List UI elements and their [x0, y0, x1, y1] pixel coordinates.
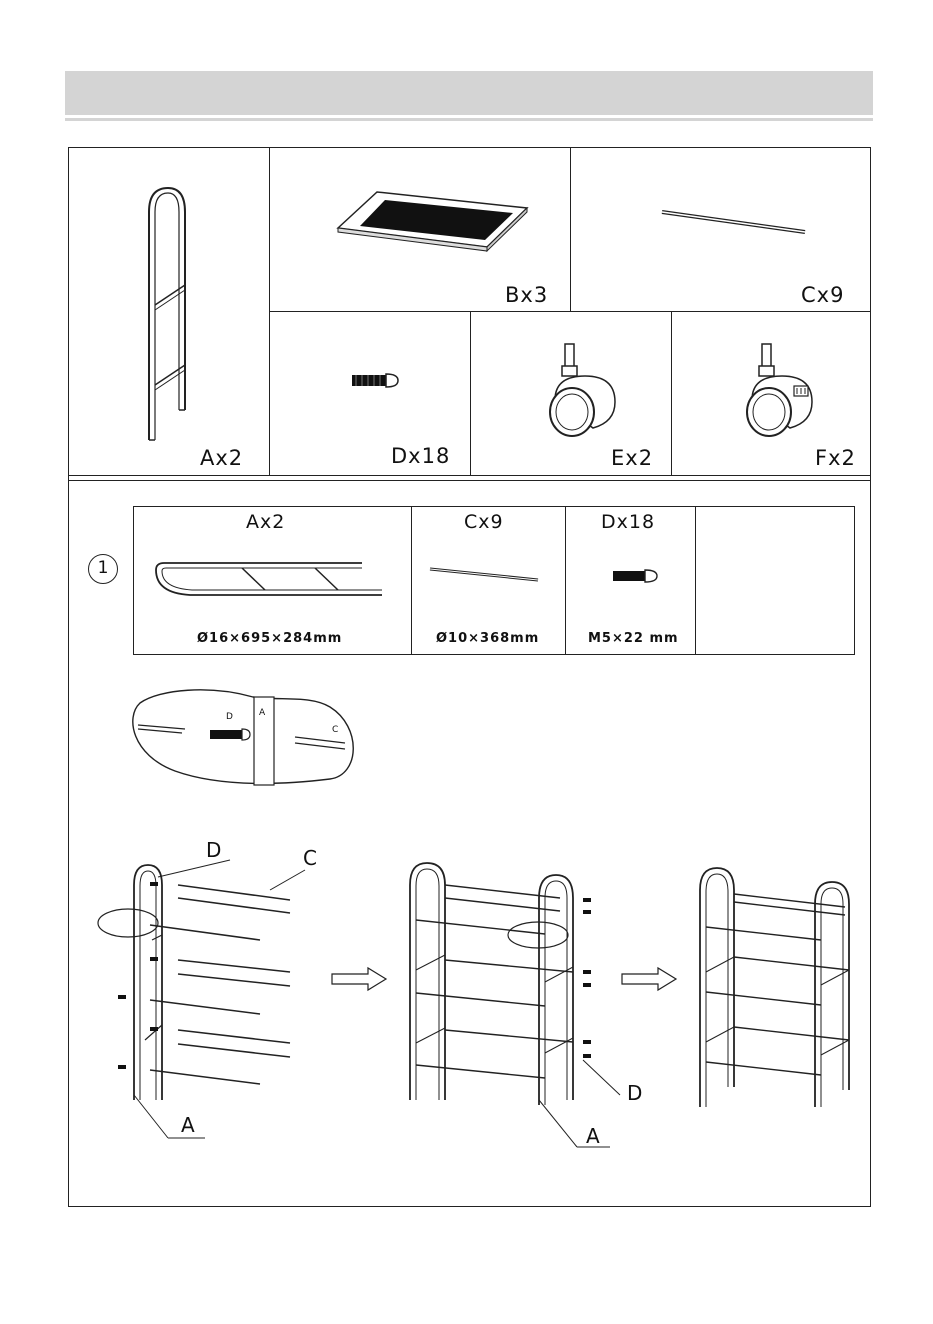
- assembly-partial-drawing: [405, 860, 605, 1120]
- step1-item-spec: M5×22 mm: [588, 631, 679, 646]
- part-d-label: Dx18: [391, 444, 450, 468]
- step1-item-label: Dx18: [601, 511, 655, 533]
- part-b-label: Bx3: [505, 283, 548, 307]
- step1-frame-side-drawing: [150, 555, 390, 600]
- part-f-label: Fx2: [815, 446, 856, 470]
- assembly-exploded-drawing: [90, 860, 330, 1140]
- step1-divider: [695, 506, 696, 655]
- assembly-complete-drawing: [695, 862, 860, 1112]
- part-a-frame-drawing: [130, 180, 210, 445]
- part-d-screw-drawing: [350, 372, 402, 392]
- step1-divider: [565, 506, 566, 655]
- parts-grid-line: [470, 311, 471, 475]
- detail-label-c: C: [332, 725, 338, 735]
- header-rule: [65, 118, 873, 121]
- callout-a-mid: A: [586, 1124, 600, 1148]
- detail-label-a: A: [259, 708, 265, 718]
- part-a-label: Ax2: [200, 446, 243, 470]
- parts-grid-line: [671, 311, 672, 475]
- parts-grid-line: [269, 311, 871, 312]
- header-bar: [65, 71, 873, 115]
- part-c-label: Cx9: [801, 283, 844, 307]
- arrow-right-icon: [620, 966, 680, 992]
- part-f-caster-drawing: [742, 340, 822, 440]
- step1-item-spec: Ø10×368mm: [436, 631, 539, 646]
- parts-divider: [68, 475, 871, 476]
- callout-d: D: [206, 838, 221, 862]
- detail-label-d: D: [226, 712, 233, 722]
- step1-rod-drawing: [428, 566, 543, 584]
- step-number: 1: [88, 554, 118, 584]
- callout-c: C: [303, 846, 317, 870]
- step1-item-spec: Ø16×695×284mm: [197, 631, 342, 646]
- callout-a: A: [181, 1113, 195, 1137]
- callout-d-mid: D: [627, 1081, 642, 1105]
- part-c-rod-drawing: [660, 208, 810, 238]
- part-e-caster-drawing: [545, 340, 625, 440]
- parts-divider-secondary: [68, 480, 871, 481]
- part-b-shelf-drawing: [335, 188, 530, 253]
- part-e-label: Ex2: [611, 446, 653, 470]
- step1-item-label: Ax2: [246, 511, 285, 533]
- screw-detail-bubble: [130, 687, 365, 789]
- step1-screw-drawing: [611, 568, 661, 586]
- arrow-right-icon: [330, 966, 390, 992]
- step1-item-label: Cx9: [464, 511, 504, 533]
- parts-grid-line: [570, 147, 571, 312]
- step1-divider: [411, 506, 412, 655]
